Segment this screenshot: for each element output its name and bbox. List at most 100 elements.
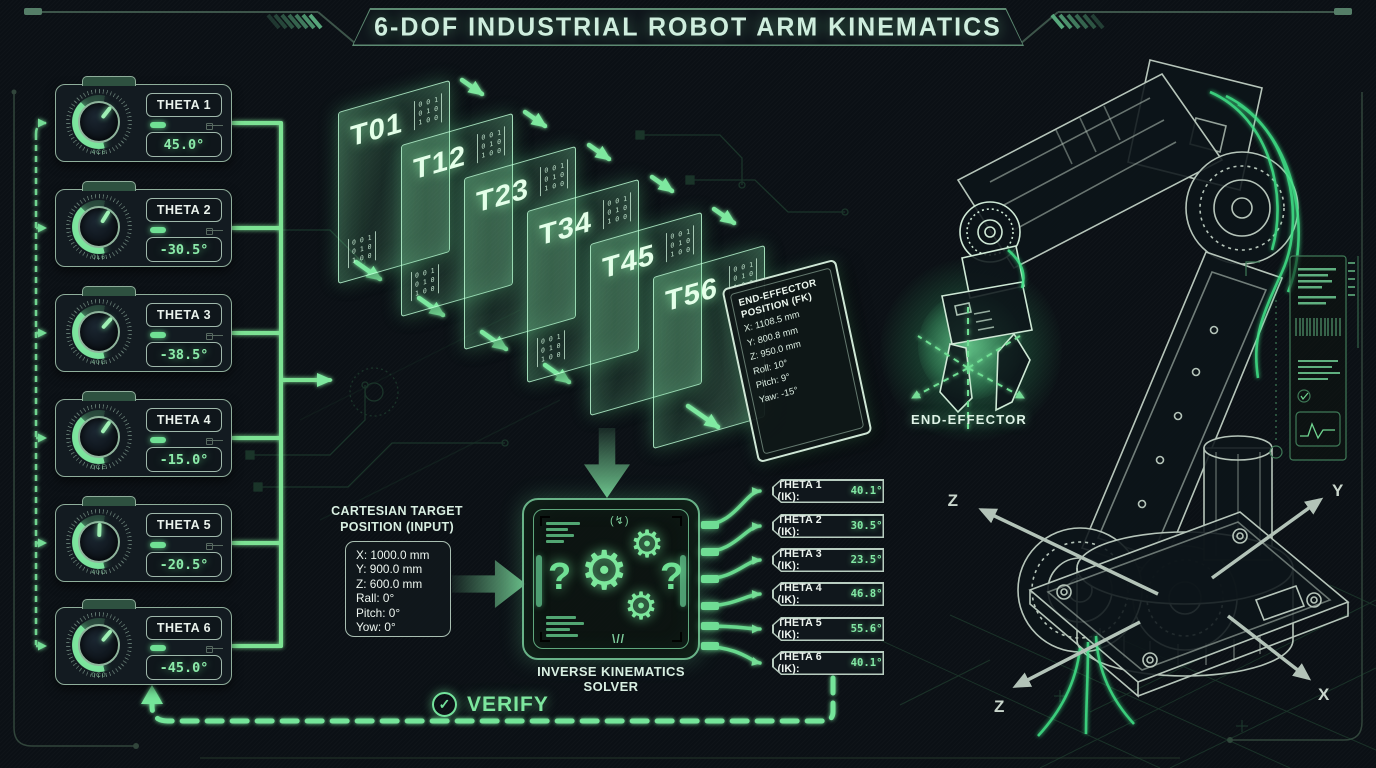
theta-1-knob[interactable] — [66, 89, 132, 155]
chip-glyph-decoration: \// — [612, 632, 626, 646]
ik-label: THETA 3 (IK): — [777, 548, 822, 572]
knob-dial-text: 4C6 — [91, 149, 107, 156]
corner-bracket-icon — [540, 632, 550, 642]
joint-feedback-stubs — [34, 118, 47, 651]
input-y-value: Y: 900.0 mm — [356, 562, 423, 577]
joint-control-theta-6: 0C0 THETA 6 -45.0° — [55, 599, 232, 685]
knob-face — [78, 206, 120, 248]
joint-value: -15.0° — [146, 447, 222, 472]
knob-face — [78, 624, 120, 666]
chip-output-pin-icon — [701, 602, 719, 610]
ik-label: THETA 6 (IK): — [777, 651, 822, 675]
matrix-cells-decoration: 0 0 1 0 1 0 1 0 0 — [348, 231, 376, 269]
title-bar: 6-DOF INDUSTRIAL ROBOT ARM KINEMATICS — [352, 8, 1024, 46]
joint-control-theta-4: 0CE THETA 4 -15.0° — [55, 391, 232, 477]
joint-label: THETA 1 — [146, 93, 222, 117]
knob-dial-text: 40G — [91, 359, 107, 366]
knob-face — [78, 311, 120, 353]
module-tab — [82, 391, 136, 401]
joint-value: -30.5° — [146, 237, 222, 262]
gripper — [939, 201, 1033, 414]
module-tab — [82, 496, 136, 506]
theta-6-knob[interactable] — [66, 612, 132, 678]
joint-label: THETA 2 — [146, 198, 222, 222]
matrix-cells-decoration: 0 0 1 0 1 0 1 0 0 — [603, 192, 631, 230]
circuit-traces — [245, 130, 849, 521]
gear-icon: ⚙ — [630, 524, 665, 566]
matrix-label: T01 — [350, 106, 403, 154]
end-effector-label: END-EFFECTOR — [911, 412, 1027, 427]
matrix-chain-arrows — [353, 77, 737, 430]
matrix-cells-decoration: 0 0 1 0 1 0 1 0 0 — [540, 159, 568, 197]
knob-face — [78, 521, 120, 563]
chip-inner-frame — [533, 509, 689, 649]
question-mark-icon: ? — [548, 556, 572, 598]
code-line-icon — [546, 522, 580, 525]
code-line-icon — [546, 534, 574, 537]
corner-bracket-icon — [672, 632, 682, 642]
theta-4-knob[interactable] — [66, 404, 132, 470]
module-tab — [82, 76, 136, 86]
theta-5-knob[interactable] — [66, 509, 132, 575]
joint-bus-lines — [231, 121, 333, 648]
gear-icon: ⚙ — [624, 586, 659, 628]
ik-output-theta-2: THETA 2 (IK):30.5° — [772, 514, 884, 538]
robot-arm-illustration — [939, 59, 1350, 698]
verify-control[interactable]: ✓ VERIFY — [432, 692, 549, 717]
knob-face — [78, 416, 120, 458]
ik-output-theta-6: THETA 6 (IK): 40.1° — [772, 651, 884, 675]
input-yaw-value: Yow: 0° — [356, 619, 396, 634]
knob-dial-text: 0L6 — [92, 254, 106, 261]
theta-2-knob[interactable] — [66, 194, 132, 260]
knob-dial-text: 0CE — [91, 464, 107, 471]
ik-value: 23.5° — [850, 554, 883, 566]
input-roll-value: Rall: 0° — [356, 591, 395, 606]
matrix-cells-decoration: 0 0 1 0 1 0 1 0 0 — [477, 126, 505, 164]
joint-control-theta-1: 4C6 THETA 1 45.0° — [55, 76, 232, 162]
chip-output-pin-icon — [701, 642, 719, 650]
coordinate-axes — [978, 497, 1324, 688]
ik-value: 40.1° — [850, 485, 883, 497]
ik-label: THETA 1 (IK): — [777, 479, 822, 503]
axis-label-y: Y — [1332, 481, 1344, 500]
module-tab — [82, 599, 136, 609]
matrix-cells-decoration: 0 0 1 0 1 0 1 0 0 — [411, 264, 439, 302]
theta-3-knob[interactable] — [66, 299, 132, 365]
knob-needle — [97, 522, 102, 538]
joint-value: -45.0° — [146, 655, 222, 680]
joint-label: THETA 4 — [146, 408, 222, 432]
ik-value: 40.1° — [850, 657, 883, 669]
input-position-panel: X: 1000.0 mm Y: 900.0 mm Z: 600.0 mm Ral… — [345, 541, 451, 637]
connector-icon — [206, 438, 223, 445]
ik-label: THETA 2 (IK): — [777, 514, 822, 538]
joint-control-theta-2: 0L6 THETA 2 -30.5° — [55, 181, 232, 267]
axis-label-x: X — [1318, 685, 1330, 704]
joint-value: -38.5° — [146, 342, 222, 367]
question-mark-icon: ? — [660, 556, 684, 598]
floor-grid — [879, 584, 1376, 768]
module-tab — [82, 181, 136, 191]
verify-feedback-loop — [141, 675, 836, 724]
connector-icon — [206, 646, 223, 653]
input-x-value: X: 1000.0 mm — [356, 548, 430, 562]
chip-glyph-decoration: (↯) — [610, 515, 630, 527]
code-line-icon — [546, 528, 568, 531]
matrix-label: T45 — [602, 238, 655, 286]
axis-label-z-upper: Z — [948, 491, 958, 510]
joint-control-theta-3: 40G THETA 3 -38.5° — [55, 286, 232, 372]
indicator-pill-icon — [150, 645, 166, 651]
ik-solver-chip: ⚙ ⚙ ⚙ ? ? (↯) \// — [522, 498, 700, 660]
matrix-label: T34 — [539, 205, 592, 253]
connector-icon — [206, 228, 223, 235]
input-z-value: Z: 600.0 mm — [356, 576, 423, 591]
chip-output-pin-icon — [701, 622, 719, 630]
matrix-cells-decoration: 0 0 1 0 1 0 1 0 0 — [666, 225, 694, 263]
hud-hatch-marks — [266, 13, 1105, 30]
ik-output-theta-3: THETA 3 (IK): 23.5° — [772, 548, 884, 572]
corner-bracket-icon — [540, 516, 550, 526]
chip-output-pin-icon — [701, 548, 719, 556]
connector-icon — [206, 543, 223, 550]
module-tab — [82, 286, 136, 296]
